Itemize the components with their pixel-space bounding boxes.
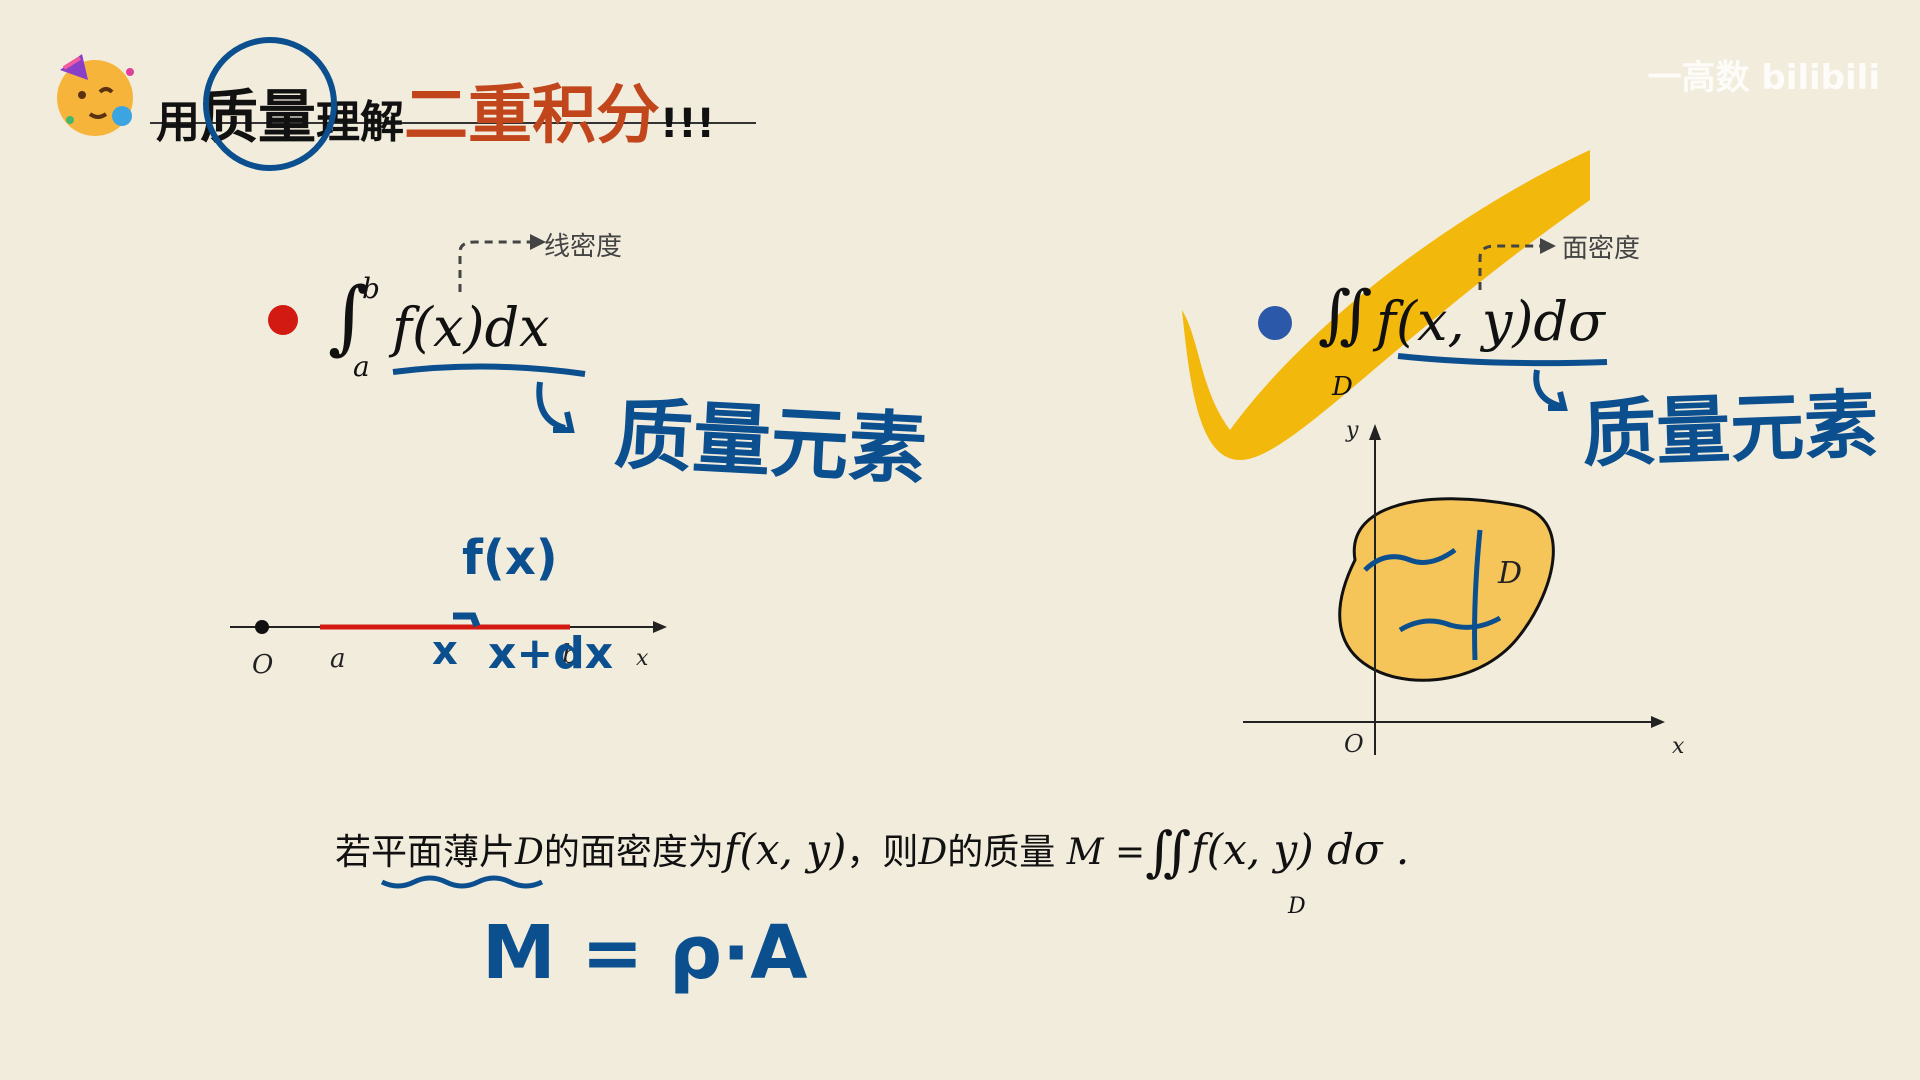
hand-mass-formula: M = ρ·A xyxy=(482,910,808,996)
right-density-arrow xyxy=(1478,238,1556,290)
sentence-integral-lower: D xyxy=(1288,894,1306,919)
region-d-label: D xyxy=(1498,556,1523,591)
right-integral-sign: ∬ xyxy=(1318,278,1373,352)
plane-origin-label: O xyxy=(1344,730,1364,758)
sentence-integral-sign: ∬ xyxy=(1145,820,1192,883)
sentence-part-2: 的面密度为 xyxy=(543,832,724,873)
surface-density-label: 面密度 xyxy=(1562,234,1641,264)
hand-x: x xyxy=(432,628,458,674)
left-lower-limit: a xyxy=(353,350,370,383)
red-bullet-dot xyxy=(268,305,298,335)
title-underline xyxy=(150,122,756,124)
sentence-part-4: 的质量 xyxy=(947,832,1056,873)
left-upper-limit: b xyxy=(362,272,380,305)
sentence-part-3: ，则 xyxy=(846,832,919,873)
title-highlight: 二重积分 xyxy=(404,79,661,153)
definition-sentence: 若平面薄片D的面密度为f(x, y)，则D的质量 M =∬f(x, y) dσ … xyxy=(335,820,1409,883)
party-face-icon xyxy=(57,54,134,136)
title-prefix: 用 xyxy=(156,97,200,148)
sentence-d-2: D xyxy=(918,832,948,873)
left-integrand: f(x)dx xyxy=(392,296,550,359)
watermark: 一高数 bilibili xyxy=(1647,58,1880,98)
sentence-fxy: f(x, y) xyxy=(723,825,847,874)
title-block: 用质量理解二重积分!!! xyxy=(50,37,790,171)
title-exclaim: !!! xyxy=(660,101,715,147)
left-density-arrow xyxy=(458,234,546,292)
linear-density-label: 线密度 xyxy=(544,232,623,262)
right-element-hook xyxy=(1397,353,1608,411)
blue-bullet-dot xyxy=(1258,306,1292,340)
number-line xyxy=(230,612,667,634)
plane-y-label: y xyxy=(1346,418,1359,443)
sentence-d-1: D xyxy=(515,832,544,873)
wavy-underline xyxy=(380,875,544,889)
left-integral-sign: ∫ xyxy=(328,270,370,363)
plane-x-label: x xyxy=(1672,734,1685,759)
left-mass-element-label: 质量元素 xyxy=(612,389,929,497)
sentence-mass-m: M = xyxy=(1066,832,1146,873)
right-lower-limit: D xyxy=(1332,372,1353,402)
number-line-b: b xyxy=(562,640,579,670)
number-line-a: a xyxy=(330,644,346,674)
yellow-check-mark xyxy=(1182,150,1590,460)
number-line-origin: O xyxy=(252,650,274,680)
number-line-x: x xyxy=(636,646,649,671)
sentence-integrand: f(x, y) dσ . xyxy=(1191,825,1410,874)
left-element-hook xyxy=(392,363,586,433)
page-title: 用质量理解二重积分!!! xyxy=(156,64,715,156)
hand-x-plus-dx: x+dx xyxy=(488,628,614,679)
sentence-part-1: 若平面薄片 xyxy=(335,832,516,873)
right-integrand: f(x, y)dσ xyxy=(1376,290,1605,353)
hand-f-of-x: f(x) xyxy=(462,530,558,586)
title-circle-annotation xyxy=(203,37,337,171)
coordinate-plane xyxy=(1243,424,1665,755)
